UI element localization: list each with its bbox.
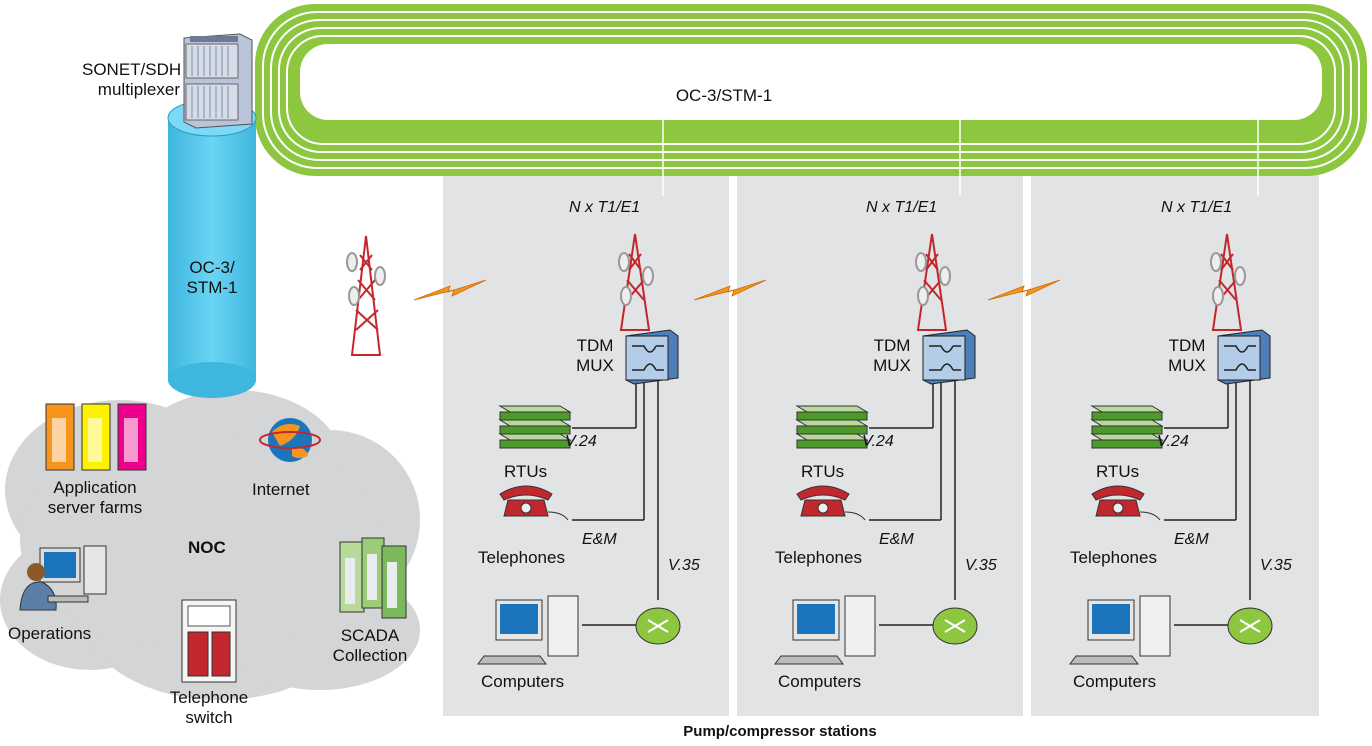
app-servers-label: Application server farms bbox=[20, 478, 170, 518]
station-wiring bbox=[869, 380, 956, 626]
v35-label: V.35 bbox=[965, 557, 997, 574]
em-label: E&M bbox=[1174, 531, 1209, 548]
station-2 bbox=[774, 233, 978, 665]
footer-label: Pump/compressor stations bbox=[683, 723, 877, 740]
scada-label: SCADA Collection bbox=[320, 626, 420, 666]
station-panel-1 bbox=[443, 160, 729, 716]
tdm-mux-label: TDM MUX bbox=[576, 336, 614, 375]
tdm-mux-label: TDM MUX bbox=[1168, 336, 1206, 375]
rtu-stack-icon bbox=[795, 405, 869, 449]
rtu-stack-icon bbox=[1090, 405, 1164, 449]
computer-icon bbox=[1069, 595, 1171, 665]
computer-icon bbox=[477, 595, 579, 665]
station-1 bbox=[477, 233, 681, 665]
radio-tower-icon bbox=[915, 233, 951, 331]
rtus-label: RTUs bbox=[504, 462, 548, 481]
lightning-icon bbox=[987, 279, 1061, 301]
operations-label: Operations bbox=[8, 624, 92, 643]
router-icon bbox=[932, 607, 978, 645]
telephone-switch-icon bbox=[181, 599, 237, 683]
multiplexer-label-text: SONET/SDH multiplexer bbox=[82, 60, 182, 99]
wireless-links bbox=[413, 279, 1061, 301]
trunk-label: N x T1/E1 bbox=[1161, 199, 1233, 216]
rtus-label: RTUs bbox=[801, 462, 845, 481]
station-wiring bbox=[572, 380, 659, 626]
v35-label: V.35 bbox=[668, 557, 700, 574]
trunk-label: N x T1/E1 bbox=[569, 199, 641, 216]
em-label: E&M bbox=[879, 531, 914, 548]
router-icon bbox=[1227, 607, 1273, 645]
telephone-icon bbox=[1091, 485, 1161, 521]
computers-label: Computers bbox=[1073, 672, 1157, 691]
app-servers-label-text: Application server farms bbox=[47, 478, 143, 517]
ring-label: OC-3/STM-1 bbox=[675, 86, 773, 105]
trunk-label: N x T1/E1 bbox=[866, 199, 938, 216]
telephones-label: Telephones bbox=[478, 548, 565, 567]
radio-tower-icon bbox=[618, 233, 654, 331]
tdm-mux-icon bbox=[625, 329, 679, 385]
ring-drops bbox=[662, 120, 1259, 196]
v24-label: V.24 bbox=[862, 433, 894, 450]
rtu-stack-icon bbox=[498, 405, 572, 449]
noc-link-label: OC-3/ STM-1 bbox=[168, 258, 256, 298]
v24-label: V.24 bbox=[1157, 433, 1189, 450]
operations-workstation-icon bbox=[19, 545, 107, 611]
v24-label: V.24 bbox=[565, 433, 597, 450]
telephones-label: Telephones bbox=[775, 548, 862, 567]
noc-label: NOC bbox=[188, 538, 226, 557]
v35-label: V.35 bbox=[1260, 557, 1292, 574]
computer-icon bbox=[774, 595, 876, 665]
app-server-farm-icon bbox=[45, 403, 147, 471]
tdm-mux-icon bbox=[1217, 329, 1271, 385]
computers-label: Computers bbox=[778, 672, 862, 691]
telephone-switch-label-text: Telephone switch bbox=[169, 688, 249, 727]
telephone-switch-label: Telephone switch bbox=[150, 688, 268, 728]
sonet-multiplexer-icon bbox=[183, 33, 253, 129]
lightning-icon bbox=[693, 279, 767, 301]
telephones-label: Telephones bbox=[1070, 548, 1157, 567]
computers-label: Computers bbox=[481, 672, 565, 691]
noc-link-label-text: OC-3/ STM-1 bbox=[186, 258, 238, 297]
router-icon bbox=[635, 607, 681, 645]
rtus-label: RTUs bbox=[1096, 462, 1140, 481]
telephone-icon bbox=[499, 485, 569, 521]
station-3 bbox=[1069, 233, 1273, 665]
noc-link-cylinder bbox=[167, 99, 257, 398]
sonet-ring bbox=[255, 4, 1367, 176]
scada-server-icon bbox=[339, 537, 407, 619]
station-wiring bbox=[1164, 380, 1251, 626]
tdm-mux-label: TDM MUX bbox=[873, 336, 911, 375]
em-label: E&M bbox=[582, 531, 617, 548]
lightning-icon bbox=[413, 279, 487, 301]
noc-radio-tower-icon bbox=[346, 235, 386, 356]
telephone-icon bbox=[796, 485, 866, 521]
scada-label-text: SCADA Collection bbox=[332, 626, 408, 665]
radio-tower-icon bbox=[1210, 233, 1246, 331]
internet-globe-icon bbox=[259, 418, 321, 462]
internet-label: Internet bbox=[252, 480, 310, 499]
multiplexer-label: SONET/SDH multiplexer bbox=[82, 60, 182, 100]
tdm-mux-icon bbox=[922, 329, 976, 385]
